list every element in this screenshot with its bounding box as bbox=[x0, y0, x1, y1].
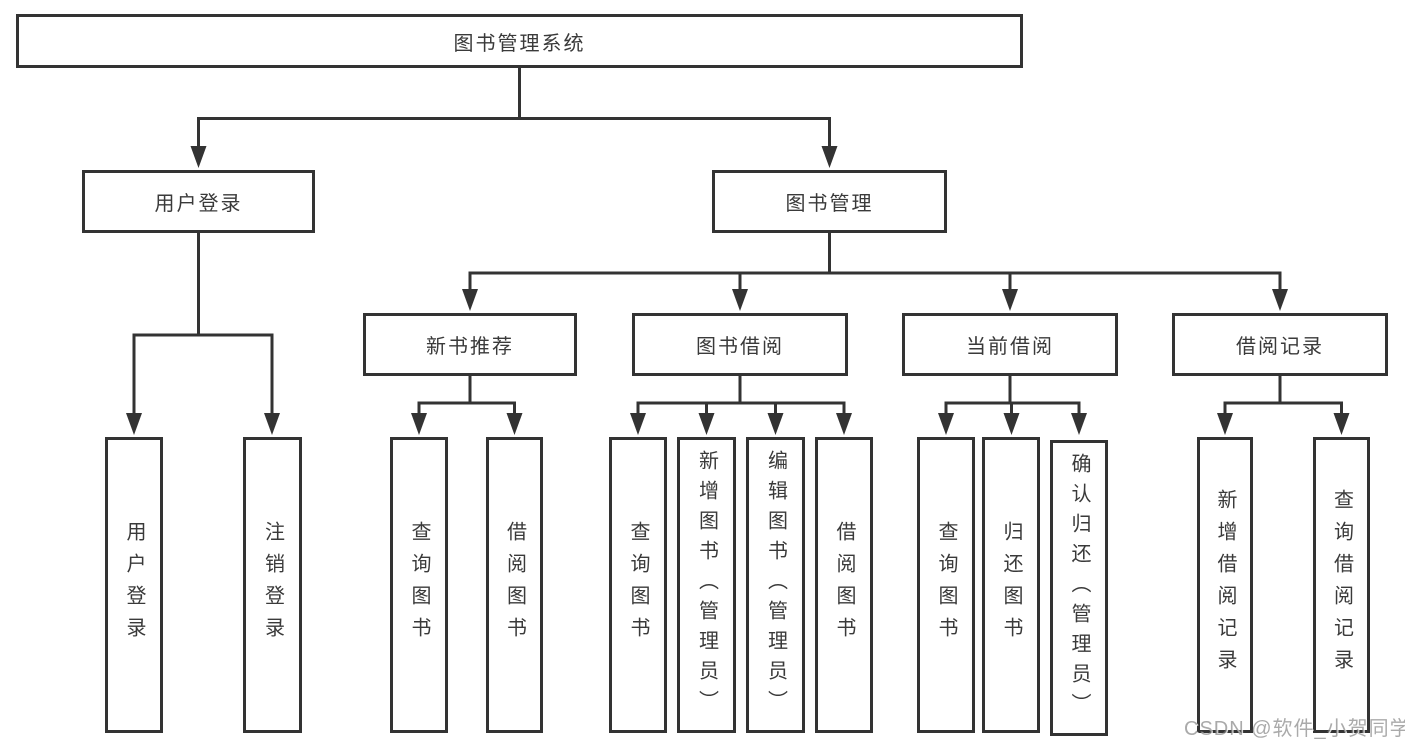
node-borrowing-records: 借阅记录 bbox=[1172, 313, 1388, 376]
leaf-bb-add-books-admin: 新增图书（管理员） bbox=[677, 437, 736, 733]
leaf-nbr-borrow-books: 借阅图书 bbox=[486, 437, 543, 733]
node-user-login: 用户登录 bbox=[82, 170, 315, 233]
leaf-nbr-query-books: 查询图书 bbox=[390, 437, 448, 733]
watermark-text: CSDN @软件_小贺同学 bbox=[1184, 718, 1405, 740]
node-book-borrowing: 图书借阅 bbox=[632, 313, 848, 376]
leaf-cb-confirm-return-admin: 确认归还（管理员） bbox=[1050, 440, 1108, 736]
arrowheads bbox=[126, 146, 1350, 435]
leaf-bb-edit-books-admin: 编辑图书（管理员） bbox=[746, 437, 805, 733]
leaf-br-add-borrow-record: 新增借阅记录 bbox=[1197, 437, 1253, 733]
node-current-borrowing: 当前借阅 bbox=[902, 313, 1118, 376]
leaf-br-query-borrow-record: 查询借阅记录 bbox=[1313, 437, 1370, 733]
leaf-bb-borrow-books: 借阅图书 bbox=[815, 437, 873, 733]
leaf-cb-return-books: 归还图书 bbox=[982, 437, 1040, 733]
node-new-book-recommendation: 新书推荐 bbox=[363, 313, 577, 376]
node-book-management: 图书管理 bbox=[712, 170, 947, 233]
leaf-logout: 注销登录 bbox=[243, 437, 302, 733]
leaf-bb-query-books: 查询图书 bbox=[609, 437, 667, 733]
leaf-user-login: 用户登录 bbox=[105, 437, 163, 733]
node-root-system: 图书管理系统 bbox=[16, 14, 1023, 68]
leaf-cb-query-books: 查询图书 bbox=[917, 437, 975, 733]
